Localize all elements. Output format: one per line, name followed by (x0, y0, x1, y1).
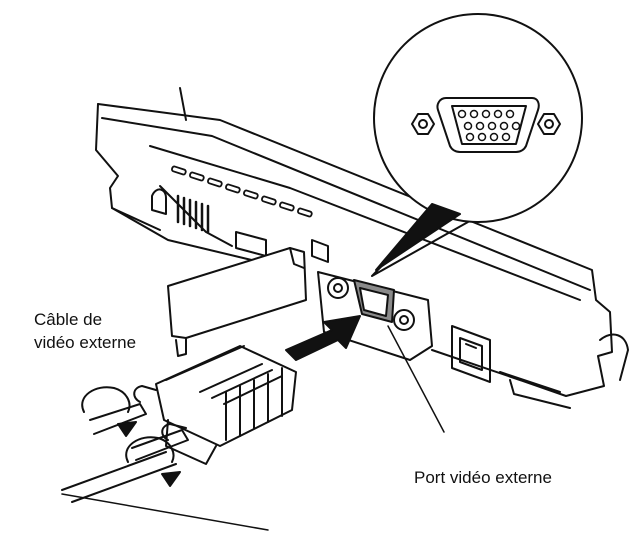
insert-arrow (285, 315, 361, 361)
cable-leader-line (61, 493, 269, 531)
vga-cable-connector (89, 345, 297, 465)
screw-rotation-arrows (81, 386, 181, 487)
port-cover (167, 247, 307, 357)
cable-label-line1: Câble de (34, 310, 103, 329)
vga-cable (61, 451, 177, 503)
status-slots (171, 165, 313, 218)
port-label: Port vidéo externe (414, 468, 552, 487)
cable-label: Câble de vidéo externe (34, 308, 136, 354)
cable-label-line2: vidéo externe (34, 333, 137, 352)
vga-port (317, 271, 433, 361)
port-leader-line (387, 325, 445, 433)
magnified-port-callout (371, 13, 583, 277)
laptop-body (95, 87, 629, 409)
